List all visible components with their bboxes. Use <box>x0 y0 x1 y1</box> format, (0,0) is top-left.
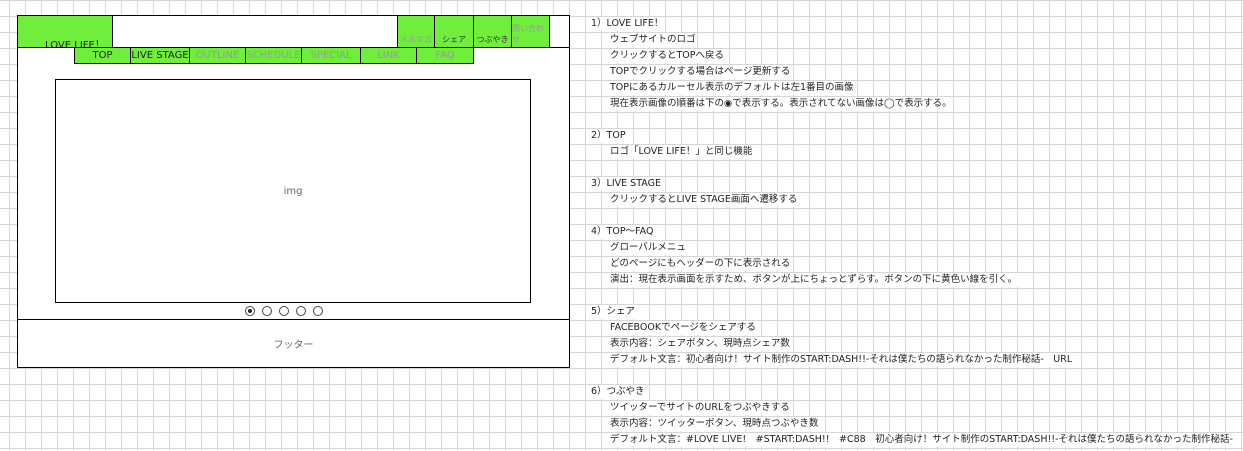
note-line: FACEBOOKでページをシェアする <box>609 321 757 335</box>
note-heading: 2）TOP <box>590 129 627 143</box>
note-line: ツイッターでサイトのURLをつぶやきする <box>609 401 791 415</box>
note-line: グローバルメニュ <box>609 241 687 255</box>
carousel-dot[interactable] <box>279 306 289 316</box>
nav-top[interactable]: TOP <box>74 47 131 64</box>
note-line: ロゴ「LOVE LIFE！」と同じ機能 <box>609 145 754 159</box>
note-line: どのページにもヘッダーの下に表示される <box>609 257 792 271</box>
note-line: 演出：現在表示画面を示すため、ボタンが上にちょっとずらす。ボタンの下に黄色い線を… <box>609 273 1019 287</box>
nav-faq[interactable]: FAQ <box>416 47 474 64</box>
note-line: デフォルト文言：#LOVE LIVE! #START:DASH!! #C88 初… <box>609 433 1234 447</box>
note-heading: 6）つぶやき <box>590 385 646 399</box>
footer: フッター <box>273 340 314 351</box>
carousel-indicators <box>245 306 323 318</box>
carousel-dot[interactable] <box>262 306 272 316</box>
carousel-dot[interactable] <box>296 306 306 316</box>
note-heading: 4）TOP〜FAQ <box>590 225 655 239</box>
note-line: クリックするとLIVE STAGE画面へ遷移する <box>609 193 799 207</box>
share-button[interactable]: シェア <box>434 15 474 48</box>
note-heading: 3）LIVE STAGE <box>590 177 662 191</box>
note-line: 表示内容：ツイッターボタン、現時点つぶやき数 <box>609 417 820 431</box>
contact-button[interactable]: 問い合わせ <box>511 15 550 48</box>
carousel-dot[interactable] <box>313 306 323 316</box>
newsletter-button[interactable]: メルマガ <box>397 15 435 48</box>
note-line: 表示内容：シェアボタン、現時点シェア数 <box>609 337 791 351</box>
nav-special[interactable]: SPECIAL <box>301 47 361 64</box>
footer-divider <box>17 319 570 320</box>
nav-schedule[interactable]: SCHEDULE <box>245 47 302 64</box>
note-line: 現在表示画像の順番は下の◉で表示する。表示されてない画像は◯で表示する。 <box>609 97 953 111</box>
carousel-dot-active[interactable] <box>245 306 255 316</box>
note-line: クリックするとTOPへ戻る <box>609 49 726 63</box>
nav-live-stage[interactable]: LIVE STAGE <box>130 47 190 64</box>
note-heading: 5）シェア <box>590 305 637 319</box>
note-heading: 1）LOVE LIFE！ <box>590 17 665 31</box>
carousel-image[interactable]: img <box>55 79 531 303</box>
note-line: ウェブサイトのロゴ <box>609 33 697 47</box>
note-line: デフォルト文言：初心者向け！サイト制作のSTART:DASH!!-それは僕たちの… <box>609 353 1074 367</box>
note-line: TOPにあるカルーセル表示のデフォルトは左1番目の画像 <box>609 81 855 95</box>
note-line: TOPでクリックする場合はページ更新する <box>609 65 792 79</box>
nav-link[interactable]: LINK <box>360 47 417 64</box>
tweet-button[interactable]: つぶやき <box>473 15 512 48</box>
site-logo[interactable]: LOVE LIFE！ <box>17 15 113 51</box>
nav-outline[interactable]: OUTLINE <box>189 47 246 64</box>
